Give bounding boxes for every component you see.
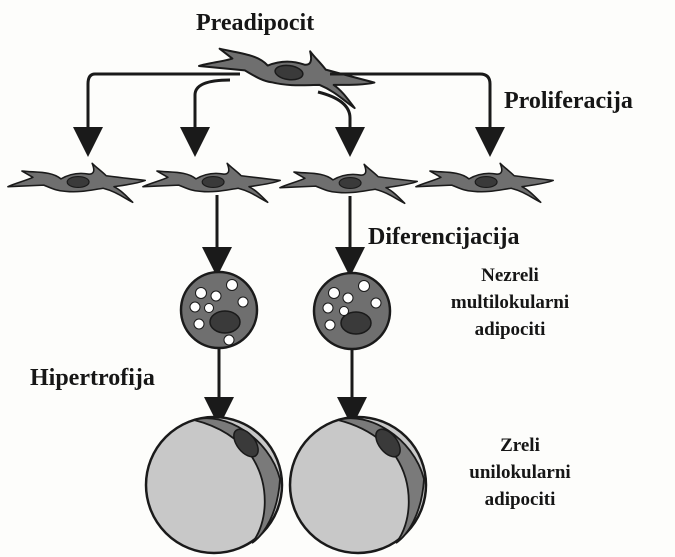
mature-adipocyte-right <box>290 417 426 553</box>
label-mature-line-2: unilokularni <box>435 459 605 486</box>
label-mature-line-1: Zreli <box>435 432 605 459</box>
label-immature-adipocytes: Nezreli multilokularni adipociti <box>405 262 615 343</box>
proliferated-cell-4 <box>416 163 553 202</box>
label-proliferacija: Proliferacija <box>504 88 633 115</box>
mature-adipocyte-left <box>146 417 282 553</box>
hypertrophy-arrows <box>219 349 352 412</box>
proliferated-cell-1 <box>8 163 145 202</box>
immature-adipocyte-right <box>314 273 390 349</box>
label-mature-adipocytes: Zreli unilokularni adipociti <box>435 432 605 513</box>
arrow-to-cell-1 <box>88 74 240 142</box>
label-diferencijacija: Diferencijacija <box>368 224 520 251</box>
label-immature-line-2: multilokularni <box>405 289 615 316</box>
proliferated-cell-2 <box>143 163 280 202</box>
immature-adipocyte-left <box>181 272 257 348</box>
label-hipertrofija: Hipertrofija <box>30 365 155 392</box>
label-immature-line-1: Nezreli <box>405 262 615 289</box>
label-preadipocit: Preadipocit <box>196 10 314 37</box>
arrow-to-cell-2 <box>195 80 230 142</box>
label-mature-line-3: adipociti <box>435 486 605 513</box>
differentiation-arrows <box>217 195 350 262</box>
label-immature-line-3: adipociti <box>405 316 615 343</box>
